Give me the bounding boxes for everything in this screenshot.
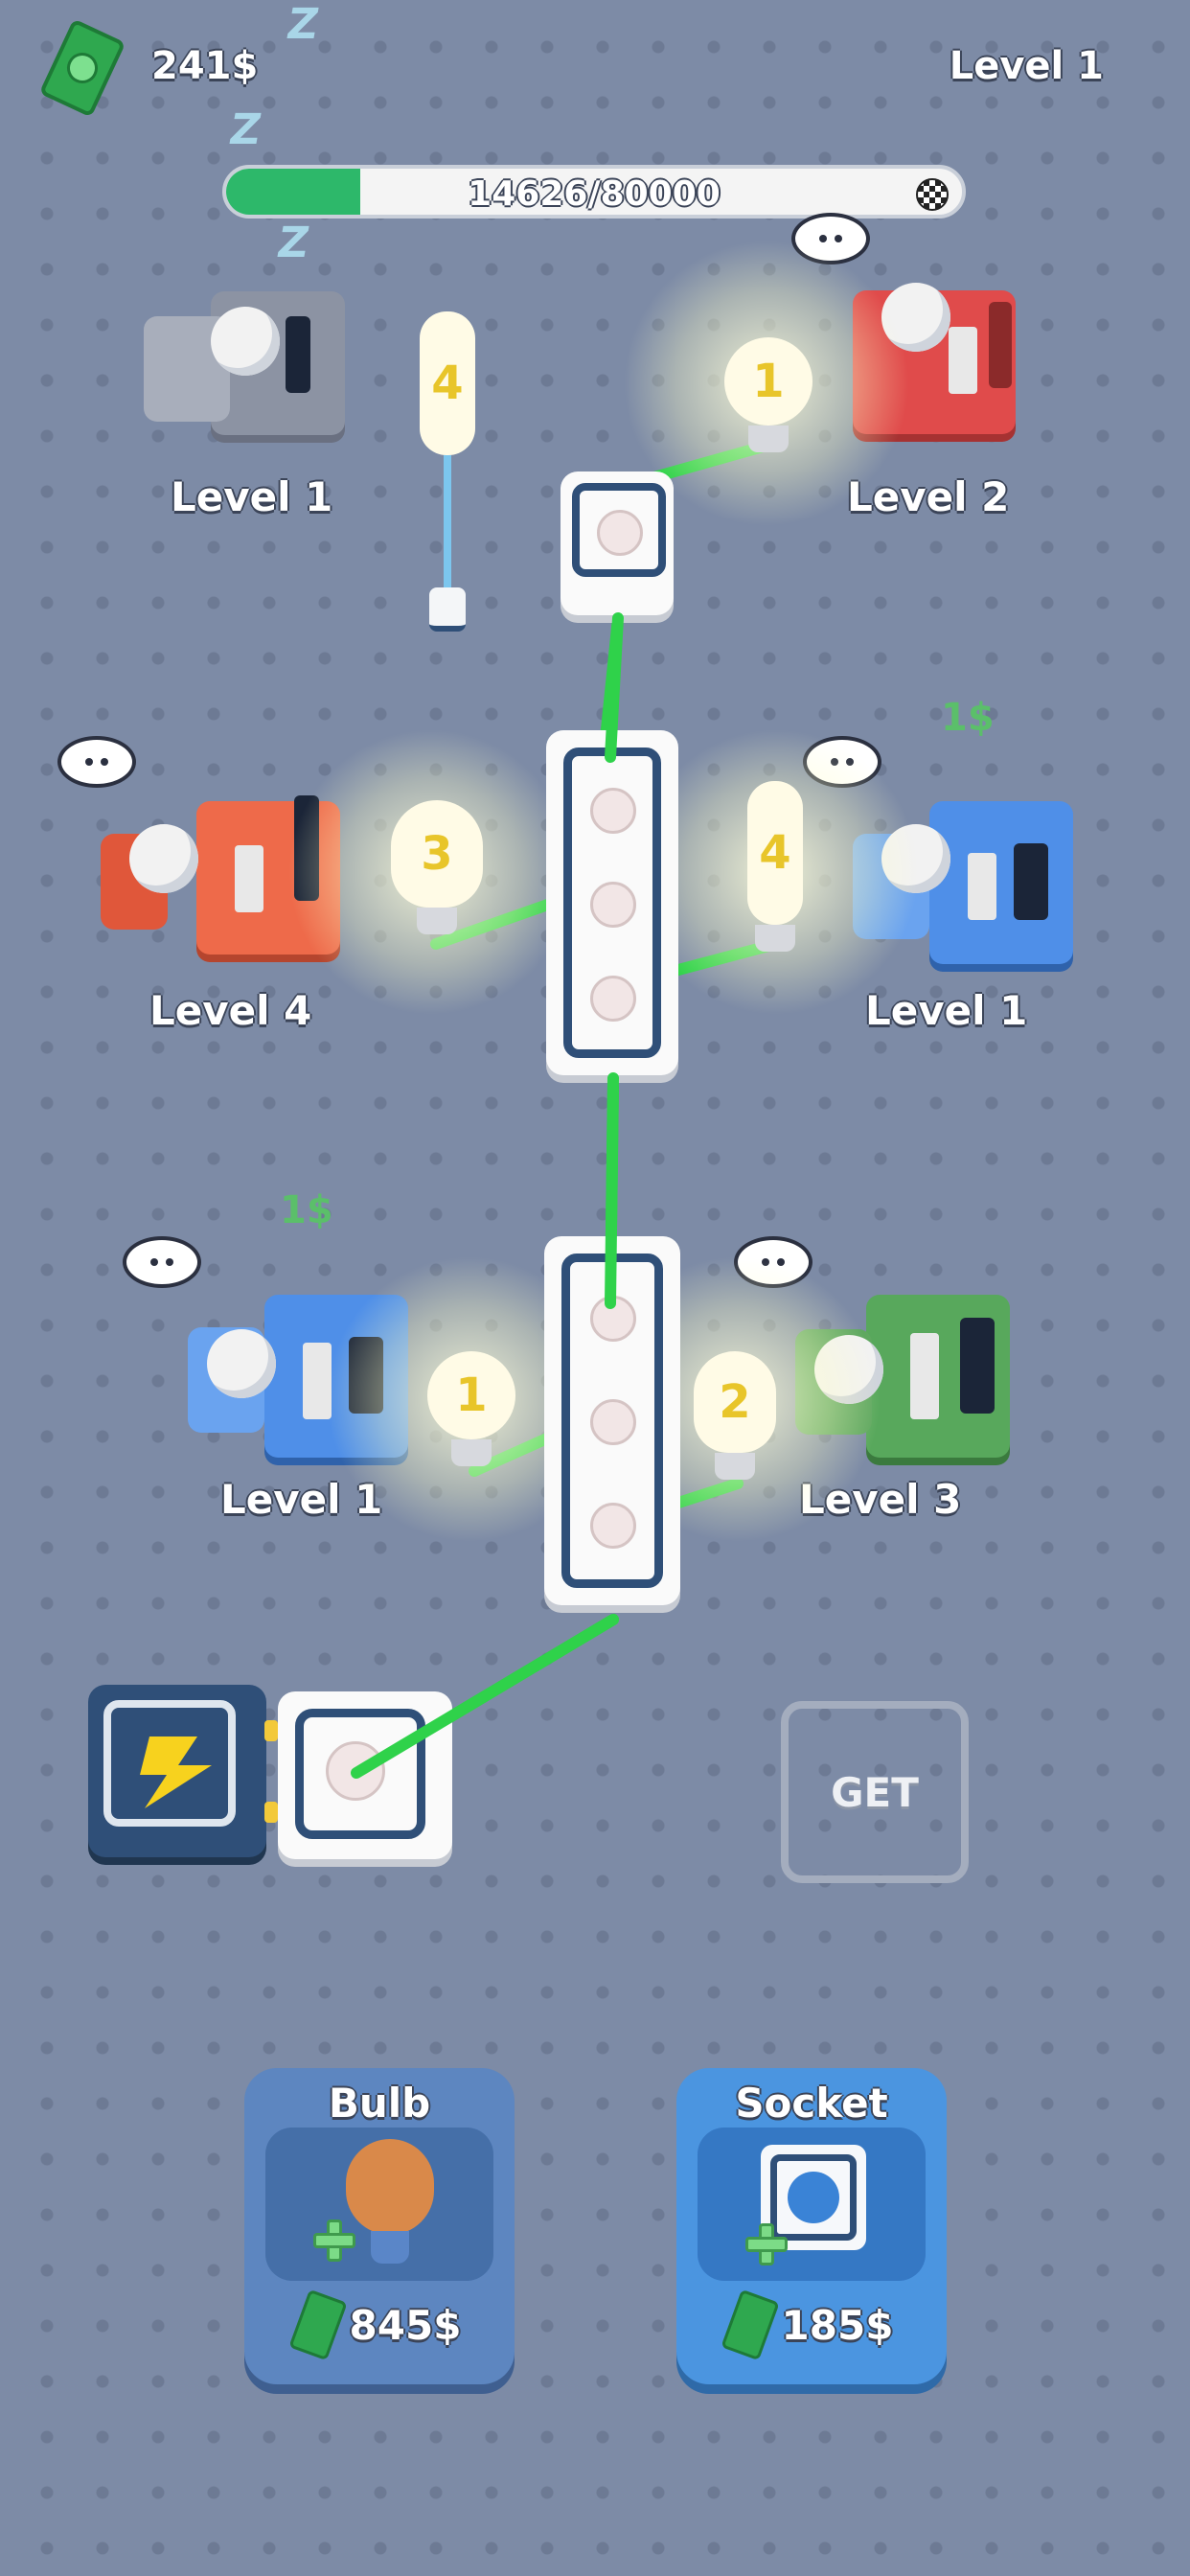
plus-icon [313,2220,355,2262]
socket-price: 185$ [781,2301,894,2349]
shop-bulb-title: Bulb [328,2080,431,2127]
speech-bubble-icon [123,1236,201,1288]
keyboard [949,327,977,394]
wire [351,1614,619,1779]
socket-hole [590,882,636,928]
worker [207,1329,276,1398]
keyboard [968,853,996,920]
level-indicator: Level 1 [949,44,1104,88]
bulb-base [748,426,789,452]
shop-bulb-price: 845$ [244,2288,515,2361]
bulb-number: 1 [427,1351,515,1439]
worker [129,824,198,893]
light-bulb[interactable]: 2 [694,1351,776,1480]
light-bulb[interactable]: 3 [391,800,483,934]
socket-icon-hole [788,2172,839,2223]
bulb-base [715,1453,755,1480]
wire [605,612,624,763]
shop-socket-price: 185$ [676,2288,947,2361]
cfl-bulb[interactable]: 4 [747,781,803,952]
level-progress-bar: 14626/80000 [222,165,966,218]
socket-hole [590,1503,636,1549]
plus-icon [745,2223,788,2266]
keyboard [910,1333,939,1419]
shop-socket-title: Socket [735,2080,888,2127]
income-popup: 1$ [941,696,995,740]
workstation-level-label: Level 1 [865,987,1028,1034]
cfl-bulb[interactable]: 4 [420,311,475,632]
socket-hole [590,1399,636,1445]
monitor [286,316,310,393]
money-icon [287,2288,348,2361]
get-button[interactable]: GET [781,1701,969,1883]
bulb-number: 4 [420,311,475,455]
lightning-icon [140,1736,212,1808]
buy-bulb-card[interactable]: Bulb 845$ [244,2068,515,2384]
speech-bubble-icon [57,736,136,788]
bulb-number: 4 [747,781,803,925]
get-button-label: GET [831,1768,919,1816]
income-popup: 1$ [280,1188,333,1232]
worker [211,307,280,376]
workstation-1[interactable] [134,278,364,470]
monitor [989,302,1012,388]
bulb-number: 1 [724,337,812,426]
bulb-icon [346,2139,434,2235]
progress-fill [226,169,361,215]
bulb-icon-base [371,2231,409,2264]
keyboard [235,845,263,912]
socket-icon [761,2145,866,2250]
workstation-level-label: Level 4 [149,987,312,1034]
checkered-flag-icon [916,178,949,211]
light-bulb[interactable]: 1 [724,337,812,452]
light-bulb[interactable]: 1 [427,1351,515,1466]
desk [929,801,1073,964]
shop-socket-preview [698,2128,926,2281]
bulb-number: 3 [391,800,483,908]
workstation-level-label: Level 1 [171,473,333,520]
money-icon [720,2288,780,2361]
bulb-number: 2 [694,1351,776,1453]
bulb-cord [444,455,451,589]
monitor [1014,843,1048,920]
connector-pin [264,1720,278,1741]
connector-pin [264,1802,278,1823]
power-frame [103,1700,236,1827]
plug-icon[interactable] [429,587,466,632]
power-strip[interactable] [544,1236,680,1605]
progress-text: 14626/80000 [468,174,721,214]
power-strip[interactable] [546,730,678,1075]
socket-hole [590,976,636,1022]
socket-hole [597,510,643,556]
socket-frame [572,483,666,577]
shop-bulb-preview [265,2128,493,2281]
bulb-base [417,908,457,934]
socket-frame [295,1709,425,1839]
socket-hole [326,1741,385,1801]
monitor [960,1318,995,1414]
main-socket[interactable] [278,1691,452,1859]
socket-hole [590,788,636,834]
money-balance: 241$ [151,44,259,88]
socket-icon-frame [770,2154,857,2241]
workstation-level-label: Level 2 [847,473,1010,520]
wire [605,1072,619,1309]
single-socket[interactable] [561,472,674,615]
bulb-price: 845$ [349,2301,462,2349]
bulb-base [755,925,795,952]
bulb-base [451,1439,492,1466]
power-generator [88,1685,266,1857]
buy-socket-card[interactable]: Socket 185$ [676,2068,947,2384]
